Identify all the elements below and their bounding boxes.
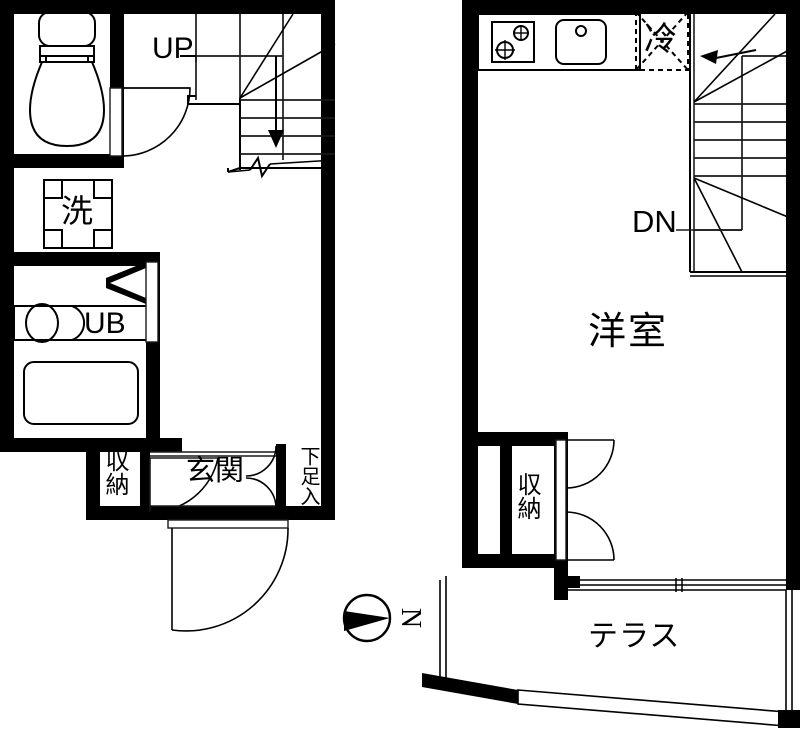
label-washer: 洗	[61, 192, 94, 230]
wall-storage-bottom	[462, 554, 568, 568]
wall-left-right	[321, 0, 335, 520]
kitchen-counter	[477, 13, 641, 71]
wall-closet-left	[86, 438, 100, 520]
right-storage-door	[555, 439, 615, 561]
terrace-outline	[439, 576, 793, 716]
wall-entrance-top	[86, 438, 182, 452]
label-stairs-up: UP	[152, 32, 194, 65]
label-left-closet: 収納	[101, 448, 129, 496]
wall-shoecab-bottom	[276, 506, 335, 520]
label-terrace: テラス	[588, 619, 681, 654]
label-refrigerator: 冷	[644, 19, 677, 58]
wall-left-top	[0, 0, 335, 14]
label-north: N	[395, 607, 427, 629]
wall-genkan-threshold	[168, 506, 288, 520]
north-arrow-group	[342, 593, 392, 643]
wall-ub-right-lower	[146, 336, 160, 452]
unit-bath-door-leaf	[145, 261, 159, 343]
wall-toilet-bottom	[0, 154, 124, 168]
staircase-up	[180, 13, 336, 179]
wall-washer-bottom	[0, 252, 160, 266]
shoe-cabinet-door	[245, 445, 277, 509]
unit-bath-door	[106, 262, 146, 304]
refrigerator-space	[635, 11, 689, 71]
label-western-room: 洋室	[588, 309, 669, 353]
toilet-fixture	[28, 11, 106, 148]
wall-left-outer-upper	[0, 0, 14, 168]
wall-storage-corner	[554, 576, 580, 588]
wall-right-top	[462, 0, 800, 14]
front-door	[167, 519, 289, 632]
label-stairs-down: DN	[632, 204, 677, 239]
wall-entrance-bottom	[86, 506, 182, 520]
terrace-window	[556, 578, 786, 592]
wall-genkan-right	[276, 444, 286, 514]
left-plan-group	[0, 0, 336, 632]
label-unit-bath: UB	[84, 307, 126, 340]
wall-storage-divider	[500, 440, 512, 560]
toilet-door	[109, 87, 191, 157]
wall-closet-right	[140, 444, 150, 514]
label-right-closet: 収納	[513, 472, 541, 520]
compass-needle	[344, 611, 390, 631]
label-entrance: 玄関	[186, 453, 245, 487]
terrace-step	[422, 673, 800, 728]
genkan-doors	[149, 451, 276, 513]
wall-washer-left	[0, 168, 14, 266]
unit-bath-fixtures	[13, 303, 146, 425]
wall-ub-left	[0, 252, 14, 452]
washer-space	[43, 179, 113, 249]
wall-right-right	[786, 0, 800, 590]
wall-right-left-upper	[462, 0, 478, 440]
staircase-down	[676, 13, 800, 277]
label-shoe-cabinet: 下足入	[297, 446, 321, 506]
right-plan-group	[422, 0, 800, 728]
wall-storage-top	[462, 432, 568, 446]
wall-storage-left	[462, 432, 478, 568]
